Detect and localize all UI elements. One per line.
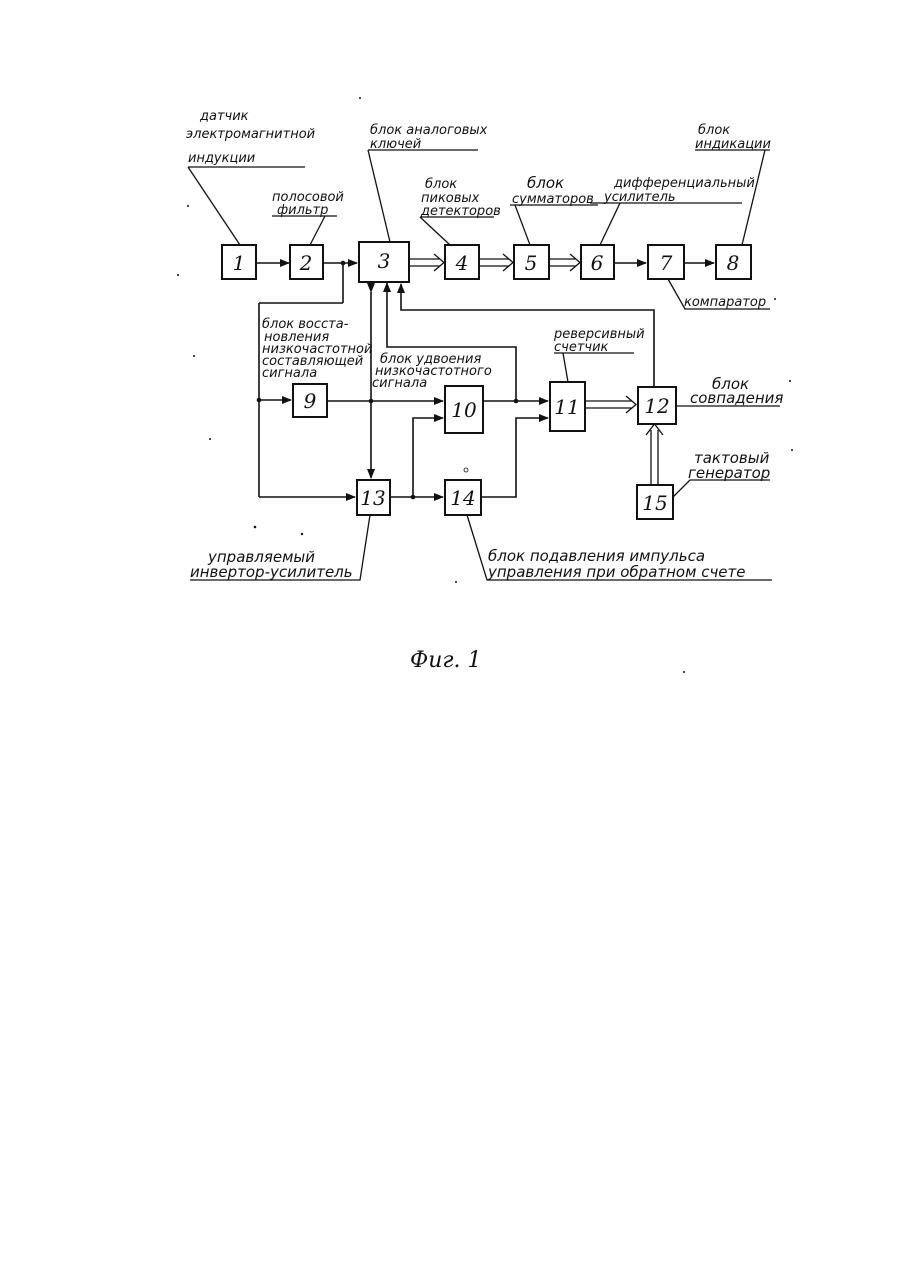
junction-dot	[341, 261, 346, 266]
block-label: 7	[660, 251, 673, 275]
label-diff-line2: усилитель	[603, 190, 676, 205]
speck	[464, 468, 468, 472]
label-diff-line1: дифференциальный	[613, 176, 755, 191]
speck	[301, 533, 303, 535]
block-label: 2	[299, 251, 313, 275]
label-peak-line3: детекторов	[420, 204, 501, 219]
leader-bandpass	[310, 216, 325, 245]
label-lf-doubling-line3: сигнала	[372, 376, 427, 391]
bus-4-5-head	[503, 254, 513, 271]
speck	[789, 380, 791, 382]
block-7: 7	[648, 245, 684, 279]
bus-15-12-head	[646, 424, 663, 435]
block-9: 9	[293, 384, 327, 417]
bus-3-4-head	[434, 254, 444, 271]
label-sensor-line3: индукции	[188, 151, 255, 166]
block-label: 4	[455, 251, 469, 275]
speck	[791, 449, 793, 451]
label-indication-line2: индикации	[695, 137, 771, 152]
wire-14-to-11	[481, 418, 548, 497]
label-adders-line2: сумматоров	[512, 192, 594, 207]
junction-dot	[369, 399, 374, 404]
label-bandpass-line2: фильтр	[277, 203, 328, 218]
block-6: 6	[581, 245, 614, 279]
speck	[254, 526, 257, 529]
block-label: 14	[450, 486, 475, 510]
block-12: 12	[638, 387, 676, 424]
label-indication-line1: блок	[698, 123, 730, 138]
speck	[359, 97, 361, 99]
leader-analog-keys	[368, 150, 390, 242]
wire-13-to-10	[413, 418, 443, 497]
speck	[193, 355, 195, 357]
label-inverter-line2: инвертор-усилитель	[190, 563, 353, 581]
label-counter-line2: счетчик	[554, 340, 609, 355]
block-4: 4	[445, 245, 479, 279]
label-analog-keys-line2: ключей	[370, 137, 421, 152]
bus-11-12-head	[626, 396, 636, 413]
speck	[455, 581, 457, 583]
leader-diff	[600, 203, 620, 245]
speck	[683, 671, 685, 673]
annotations: датчик электромагнитной индукции полосов…	[186, 109, 783, 673]
junction-dot	[257, 398, 262, 403]
leader-peak	[420, 217, 450, 245]
speck	[209, 438, 211, 440]
label-suppress-line2: управления при обратном счете	[487, 563, 746, 581]
speck	[177, 274, 179, 276]
block-label: 15	[642, 491, 667, 515]
block-label: 5	[525, 251, 538, 275]
speck	[187, 205, 189, 207]
label-adders-line1: блок	[527, 174, 564, 192]
block-label: 8	[727, 251, 740, 275]
label-lf-restore-line5: сигнала	[262, 366, 317, 381]
label-sensor-line1: датчик	[199, 109, 249, 124]
block-8: 8	[716, 245, 751, 279]
block-2: 2	[290, 245, 323, 279]
speck	[774, 298, 776, 300]
junction-dot	[514, 399, 519, 404]
label-sensor-line2: электромагнитной	[186, 127, 315, 142]
label-peak-line1: блок	[425, 177, 457, 192]
junction-dot	[411, 495, 416, 500]
block-label: 11	[554, 395, 579, 419]
block-5: 5	[514, 245, 549, 279]
block-10: 10	[445, 386, 483, 433]
label-comparator: компаратор	[684, 295, 766, 310]
block-11: 11	[550, 382, 585, 431]
block-label: 6	[591, 251, 604, 275]
figure-caption: Фиг. 1	[410, 648, 482, 673]
block-label: 1	[233, 251, 246, 275]
block-3: 3	[359, 242, 409, 282]
block-13: 13	[357, 480, 390, 515]
leader-indication	[742, 150, 765, 245]
block-1: 1	[222, 245, 256, 279]
block-14: 14	[445, 480, 481, 515]
leader-counter	[563, 353, 568, 382]
block-label: 12	[644, 394, 669, 418]
label-clock-line2: генератор	[688, 464, 770, 482]
label-analog-keys-line1: блок аналоговых	[370, 123, 488, 138]
label-coincidence-line2: совпадения	[690, 389, 783, 407]
bus-5-6-head	[570, 254, 580, 271]
block-label: 9	[304, 389, 317, 413]
block-15: 15	[637, 485, 673, 519]
leader-adders	[515, 205, 530, 245]
block-label: 3	[378, 249, 391, 273]
leader-clock	[673, 480, 770, 497]
leader-sensor	[188, 167, 240, 245]
block-label: 13	[360, 486, 385, 510]
block-label: 10	[451, 398, 477, 422]
